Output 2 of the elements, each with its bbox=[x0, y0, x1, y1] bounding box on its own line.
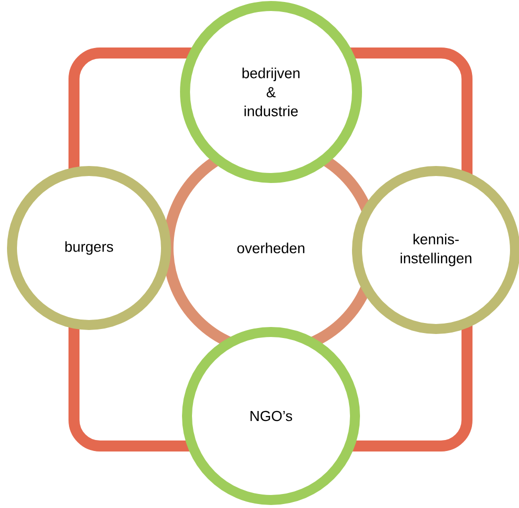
node-label: kennis- instellingen bbox=[400, 234, 472, 266]
node-label: NGO’s bbox=[250, 410, 292, 422]
